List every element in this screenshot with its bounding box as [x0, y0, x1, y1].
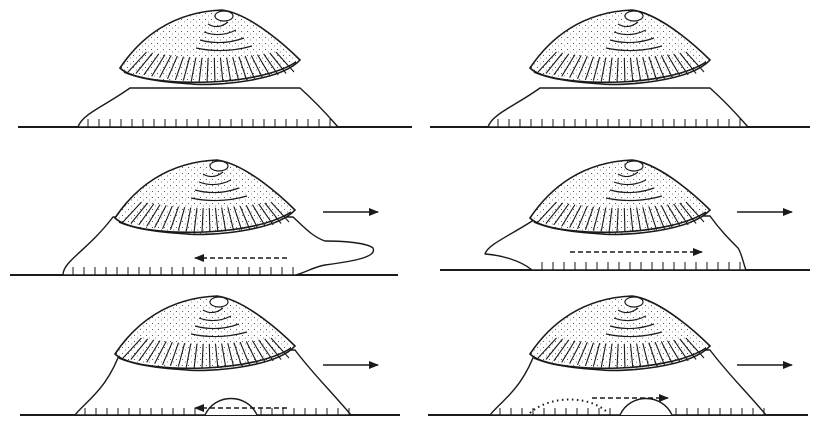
limpet-foot — [488, 88, 748, 127]
shell-apex — [210, 297, 228, 307]
limpet-shell — [115, 296, 295, 370]
shell-rib — [624, 58, 625, 82]
limpet-shell — [530, 10, 710, 84]
panel-extend-left — [10, 160, 398, 275]
panel-rest-left — [18, 10, 412, 127]
shell-rib — [624, 208, 625, 232]
foot-group — [488, 88, 748, 127]
foot-group — [78, 88, 338, 127]
shell-apex — [210, 161, 228, 171]
limpet-shell — [530, 296, 710, 370]
limpet-foot — [78, 88, 338, 127]
limpet-shell — [115, 160, 295, 234]
shell-rib — [209, 344, 210, 368]
shell-apex — [625, 11, 643, 21]
shell-apex — [625, 297, 643, 307]
panel-wave-left — [20, 296, 400, 415]
panel-extend-right — [440, 160, 810, 270]
shell-apex — [625, 161, 643, 171]
shell-rib — [624, 344, 625, 368]
panel-wave-right — [428, 296, 808, 415]
shell-rib — [209, 208, 210, 232]
limpet-shell — [120, 10, 300, 84]
panel-rest-right — [430, 10, 810, 127]
limpet-shell — [530, 160, 710, 234]
shell-apex — [215, 11, 233, 21]
shell-rib — [214, 58, 215, 82]
